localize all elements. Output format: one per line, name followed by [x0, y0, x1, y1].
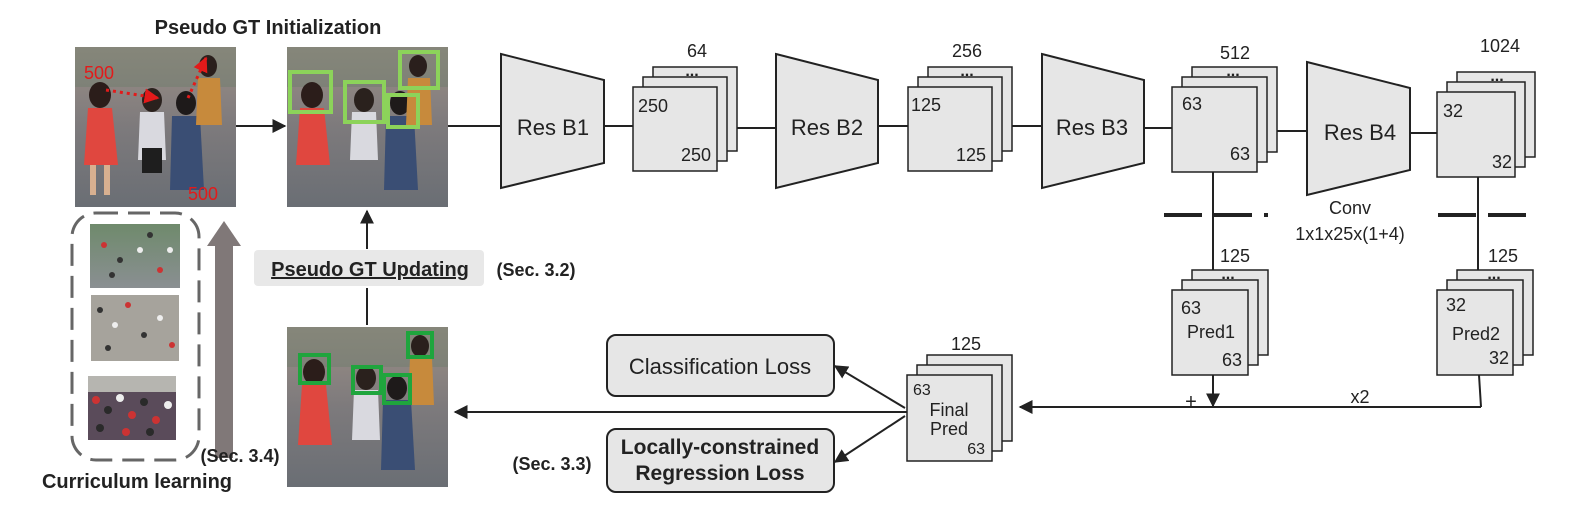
curriculum-group — [70, 211, 201, 462]
final-pred-height: 63 — [967, 441, 985, 458]
fm3-dots: ... — [1226, 63, 1239, 80]
curriculum-learning-title: Curriculum learning — [42, 471, 232, 493]
res-block-3: Res B3 — [1041, 52, 1145, 190]
connector — [1478, 374, 1482, 408]
pseudo-gt-init-image — [287, 47, 448, 207]
regression-loss-line2: Regression Loss — [635, 462, 804, 485]
fm4-height: 32 — [1492, 152, 1512, 172]
regression-loss-line1: Locally-constrained — [621, 436, 819, 459]
fm3-height: 63 — [1230, 144, 1250, 164]
fm3-width: 63 — [1182, 94, 1202, 114]
regression-loss-box: Locally-constrained Regression Loss — [606, 428, 835, 493]
gt-box — [351, 365, 383, 395]
curriculum-image-sparse — [90, 224, 180, 288]
classification-loss-label: Classification Loss — [629, 354, 811, 379]
fm1-height: 250 — [681, 145, 711, 165]
pseudo-gt-updating-box — [254, 250, 484, 286]
fm2-dots: ... — [960, 63, 973, 80]
pred2-dots: ... — [1487, 266, 1500, 283]
arrow-to-regression — [833, 415, 906, 463]
feature-map-4: 1024 ... 32 32 — [1436, 36, 1536, 178]
plus-op: + — [1185, 391, 1197, 413]
res-block-4: Res B4 — [1306, 60, 1411, 197]
fm3-channels: 512 — [1220, 43, 1250, 63]
fm2-width: 125 — [911, 95, 941, 115]
upsample-op: x2 — [1350, 387, 1369, 407]
pred1-width: 63 — [1181, 298, 1201, 318]
res-block-3-label: Res B3 — [1056, 115, 1128, 140]
curriculum-section-ref: (Sec. 3.4) — [200, 446, 279, 466]
pseudo-gt-updating-label: Pseudo GT Updating — [271, 259, 469, 281]
gt-box — [298, 353, 331, 385]
res-block-2-label: Res B2 — [791, 115, 863, 140]
final-pred-channels: 125 — [951, 334, 981, 354]
gt-box — [406, 331, 434, 359]
pred2-channels: 125 — [1488, 246, 1518, 266]
image-width-label: 500 — [84, 63, 114, 83]
pred1-channels: 125 — [1220, 246, 1250, 266]
fm4-width: 32 — [1443, 101, 1463, 121]
pred2-label: Pred2 — [1452, 324, 1500, 344]
feature-map-1: 64 ... 250 250 — [632, 41, 738, 172]
gt-box — [386, 93, 420, 129]
pred1-map: 125 ... 63 Pred1 63 — [1171, 246, 1269, 376]
arrow-to-classification — [833, 365, 906, 409]
fm4-dots: ... — [1490, 68, 1503, 85]
final-pred-line2: Pred — [930, 419, 968, 439]
conv-label-line2: 1x1x25x(1+4) — [1295, 224, 1405, 244]
fm1-width: 250 — [638, 96, 668, 116]
pred2-width: 32 — [1446, 295, 1466, 315]
res-block-1-label: Res B1 — [517, 115, 589, 140]
fm4-channels: 1024 — [1480, 36, 1520, 56]
gt-box — [382, 373, 412, 405]
pseudo-gt-updated-image — [287, 327, 448, 487]
final-pred-map: 125 63 Final Pred 63 — [906, 334, 1013, 462]
loss-section-ref: (Sec. 3.3) — [512, 454, 591, 474]
fm1-channels: 64 — [687, 41, 707, 61]
feature-map-3: 512 ... 63 63 — [1171, 43, 1278, 173]
gt-box — [343, 80, 386, 124]
curriculum-arrow — [207, 221, 241, 458]
res-block-4-label: Res B4 — [1324, 120, 1396, 145]
fm2-channels: 256 — [952, 41, 982, 61]
res-block-2: Res B2 — [775, 52, 879, 190]
fm1-dots: ... — [685, 63, 698, 80]
pred1-dots: ... — [1221, 266, 1234, 283]
pred1-height: 63 — [1222, 350, 1242, 370]
conv-label-line1: Conv — [1329, 198, 1371, 218]
pseudo-gt-init-title: Pseudo GT Initialization — [155, 17, 382, 39]
curriculum-image-medium — [91, 295, 179, 361]
pred2-height: 32 — [1489, 348, 1509, 368]
fm2-height: 125 — [956, 145, 986, 165]
gt-box — [398, 50, 440, 90]
pred1-label: Pred1 — [1187, 322, 1235, 342]
final-pred-width: 63 — [913, 382, 931, 399]
pred2-map: 125 ... 32 Pred2 32 — [1436, 246, 1534, 376]
classification-loss-box: Classification Loss — [606, 334, 835, 397]
image-height-label: 500 — [188, 184, 218, 204]
curriculum-image-dense — [88, 376, 176, 440]
feature-map-2: 256 ... 125 125 — [907, 41, 1013, 172]
gt-box — [288, 70, 333, 114]
updating-section-ref: (Sec. 3.2) — [496, 260, 575, 280]
res-block-1: Res B1 — [500, 52, 605, 190]
final-pred-line1: Final — [929, 400, 968, 420]
input-image: 500 500 — [75, 47, 236, 207]
